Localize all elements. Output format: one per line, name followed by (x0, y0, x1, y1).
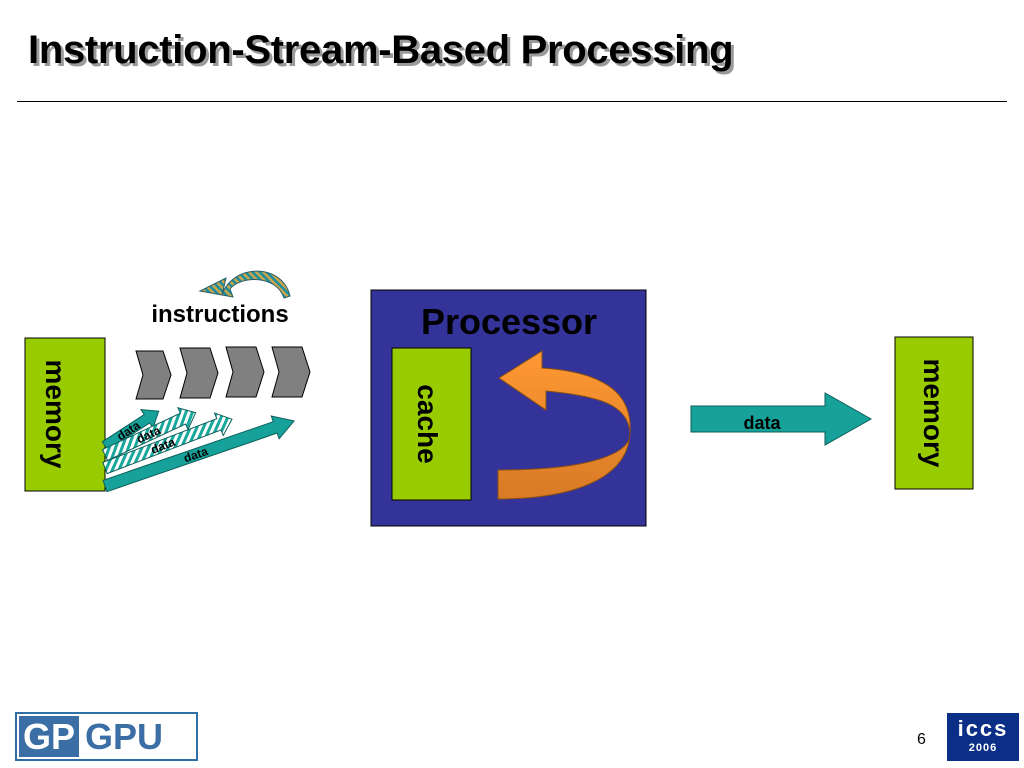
gpgpu-logo-block: GP (19, 716, 80, 757)
output-data-label: data (743, 413, 781, 433)
slide-title: Instruction-Stream-Based Processing (28, 28, 734, 72)
iccs-logo-year: 2006 (968, 742, 998, 754)
instruction-block (179, 347, 219, 399)
instruction-loop-arrow (198, 270, 291, 299)
data-arrow-label: data (182, 444, 210, 465)
processing-loop-arrow (497, 350, 631, 500)
output-data-arrow: data (690, 392, 873, 446)
gpgpu-logo: GP GPU (15, 712, 198, 761)
cache-box: cache (391, 347, 472, 501)
iccs-logo: iccs 2006 (947, 713, 1019, 761)
title-divider (17, 101, 1007, 102)
instruction-blocks (135, 346, 311, 400)
instruction-block (225, 346, 265, 398)
page-number: 6 (917, 731, 926, 748)
instruction-block (271, 346, 311, 398)
right-memory-box: memory (894, 336, 974, 490)
left-memory-label: memory (40, 360, 71, 469)
cache-label: cache (412, 384, 443, 463)
instruction-block (135, 350, 172, 400)
right-memory-label: memory (918, 359, 949, 468)
iccs-logo-name: iccs (957, 716, 1009, 741)
data-arrows: data data data data (101, 407, 296, 493)
gpgpu-logo-text: GPU (85, 716, 164, 757)
processor-label: Processor (421, 301, 597, 342)
left-memory-box: memory (24, 337, 106, 492)
instructions-label: instructions (151, 301, 288, 328)
